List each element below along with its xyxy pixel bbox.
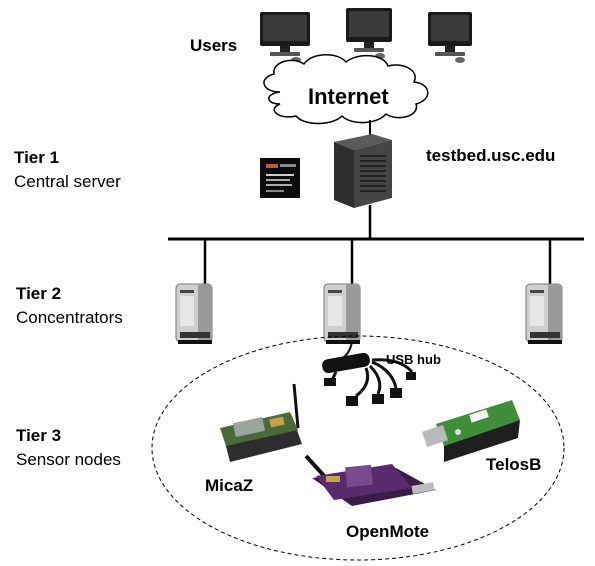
telosb-label: TelosB: [486, 455, 542, 474]
concentrator-center-icon: [323, 283, 361, 344]
tier-3-subtitle: Sensor nodes: [16, 450, 121, 469]
micaz-node-icon: [220, 383, 302, 462]
sensor-cluster-boundary: [151, 335, 565, 561]
telosb-node-icon: [422, 400, 520, 462]
tier-1-block: Tier 1 Central server: [14, 148, 121, 192]
tier-2-title: Tier 2: [16, 284, 62, 303]
usb-hub-label: USB hub: [386, 352, 441, 367]
internet-label: Internet: [308, 84, 389, 109]
users-label: Users: [190, 36, 238, 55]
openmote-node-icon: [304, 454, 436, 506]
ubuntu-console-icon: [260, 158, 300, 198]
tier-1-title: Tier 1: [14, 148, 60, 167]
server-hostname-label: testbed.usc.edu: [426, 146, 556, 165]
tier-1-subtitle: Central server: [14, 172, 121, 191]
openmote-label: OpenMote: [346, 522, 430, 541]
concentrator-left-icon: [175, 283, 213, 344]
micaz-label: MicaZ: [205, 476, 254, 495]
user-monitor-3-icon: [428, 12, 472, 63]
tier-3-title: Tier 3: [16, 426, 62, 445]
concentrator-right-icon: [525, 283, 563, 344]
central-server-icon: [334, 134, 392, 208]
internet-cloud-icon: [263, 54, 429, 125]
user-monitor-1-icon: [260, 12, 310, 63]
user-monitor-2-icon: [346, 8, 392, 59]
tier-2-block: Tier 2 Concentrators: [16, 284, 123, 328]
tier-3-block: Tier 3 Sensor nodes: [16, 426, 121, 470]
tier-2-subtitle: Concentrators: [16, 308, 123, 327]
usb-hub-icon: [322, 341, 416, 406]
